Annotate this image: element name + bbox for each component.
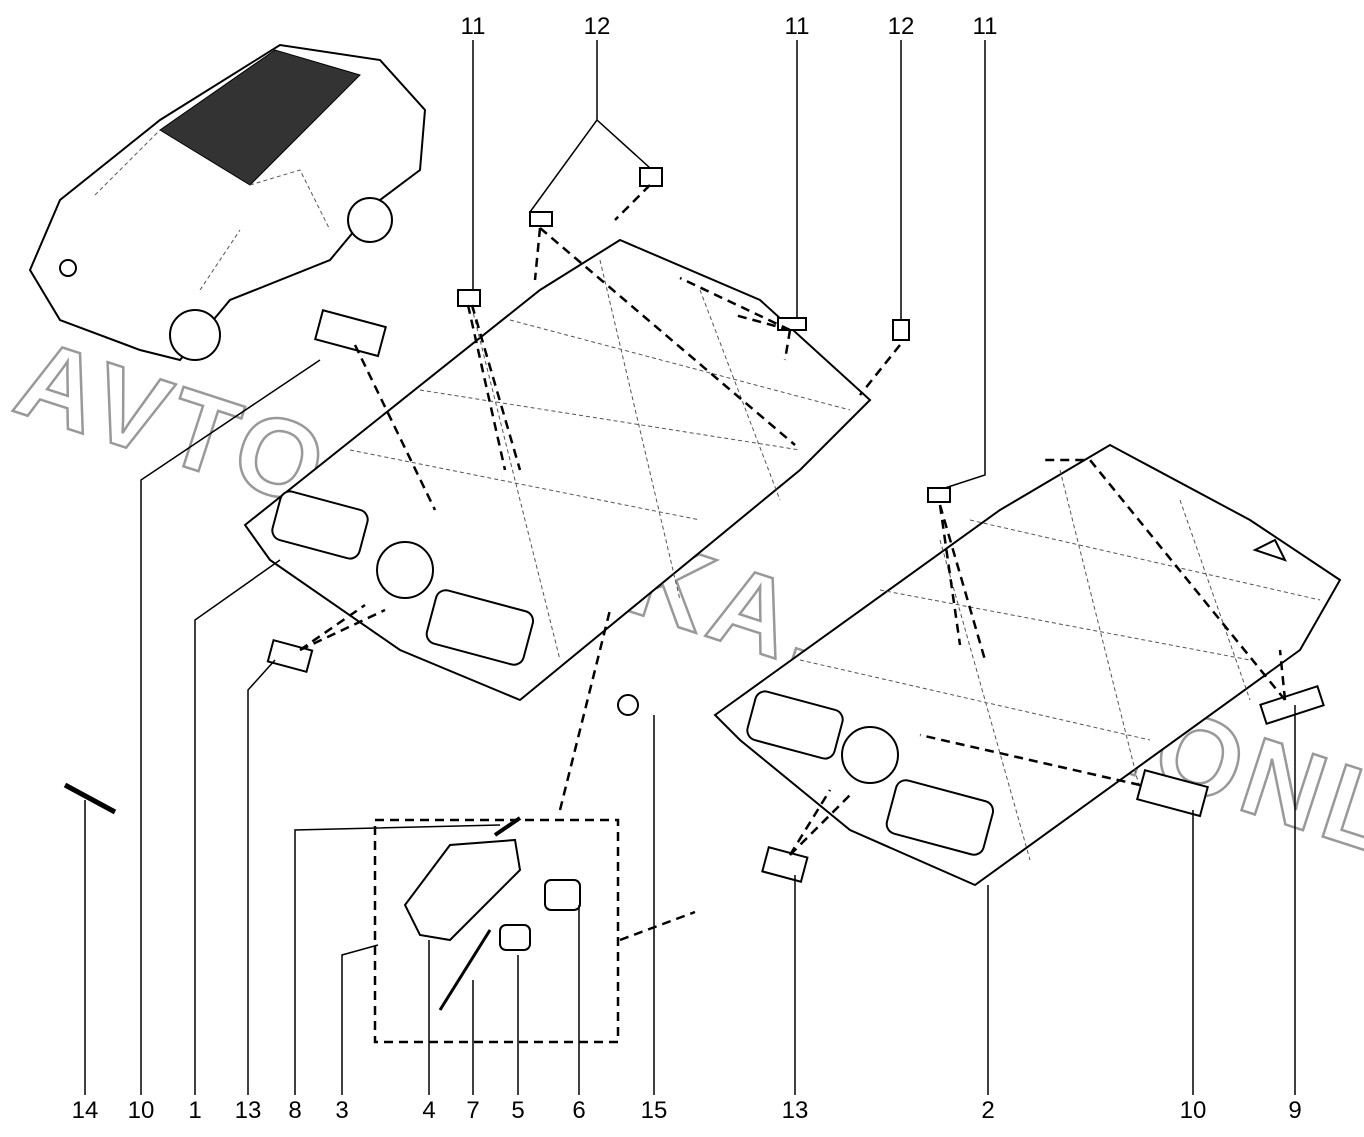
car-overview-illustration [28, 43, 427, 362]
callout-13: 13 [235, 1097, 262, 1124]
callout-14: 14 [72, 1097, 99, 1124]
loose-parts [63, 167, 1325, 1044]
part-12-clip [892, 319, 910, 341]
callout-11: 11 [785, 13, 810, 40]
part-10-visor-trim [313, 309, 387, 358]
callout-6: 6 [572, 1097, 585, 1124]
callout-13: 13 [782, 1097, 809, 1124]
part-10-visor-trim [1135, 769, 1209, 818]
part-12-clip [529, 211, 553, 227]
callout-1: 1 [188, 1097, 201, 1124]
part-7-bulb [438, 929, 492, 1011]
part-9-handle [1259, 684, 1325, 726]
callout-9: 9 [1288, 1097, 1301, 1124]
callout-10: 10 [128, 1097, 155, 1124]
headliner-2 [713, 443, 1342, 887]
part-11-clip [457, 289, 481, 307]
callout-4: 4 [422, 1097, 435, 1124]
part-15-clip [617, 694, 639, 716]
callout-15: 15 [641, 1097, 668, 1124]
callout-12: 12 [584, 13, 611, 40]
callout-8: 8 [288, 1097, 301, 1124]
part-6-lamp-unit [544, 879, 581, 911]
assembly-arrows [299, 184, 1287, 942]
callout-7: 7 [466, 1097, 479, 1124]
callout-10: 10 [1180, 1097, 1207, 1124]
callout-5: 5 [511, 1097, 524, 1124]
part-11-clip [927, 487, 951, 503]
callouts-bottom: 14 10 1 13 8 3 4 7 5 6 15 13 2 10 9 [72, 1097, 1302, 1124]
headliner-1 [243, 238, 872, 702]
callouts-top: 11 12 11 12 11 [461, 13, 998, 40]
lamp-assembly-box [373, 818, 620, 1044]
part-14-strip [63, 782, 117, 815]
leader-lines [84, 40, 1296, 1095]
part-5-switch [499, 924, 531, 951]
part-12-clip [639, 167, 663, 187]
callout-12: 12 [888, 13, 915, 40]
callout-11: 11 [461, 13, 486, 40]
callout-3: 3 [335, 1097, 348, 1124]
part-13-cap [761, 846, 809, 883]
callout-11: 11 [973, 13, 998, 40]
callout-2: 2 [981, 1097, 994, 1124]
part-4-lamp-housing [403, 838, 522, 942]
